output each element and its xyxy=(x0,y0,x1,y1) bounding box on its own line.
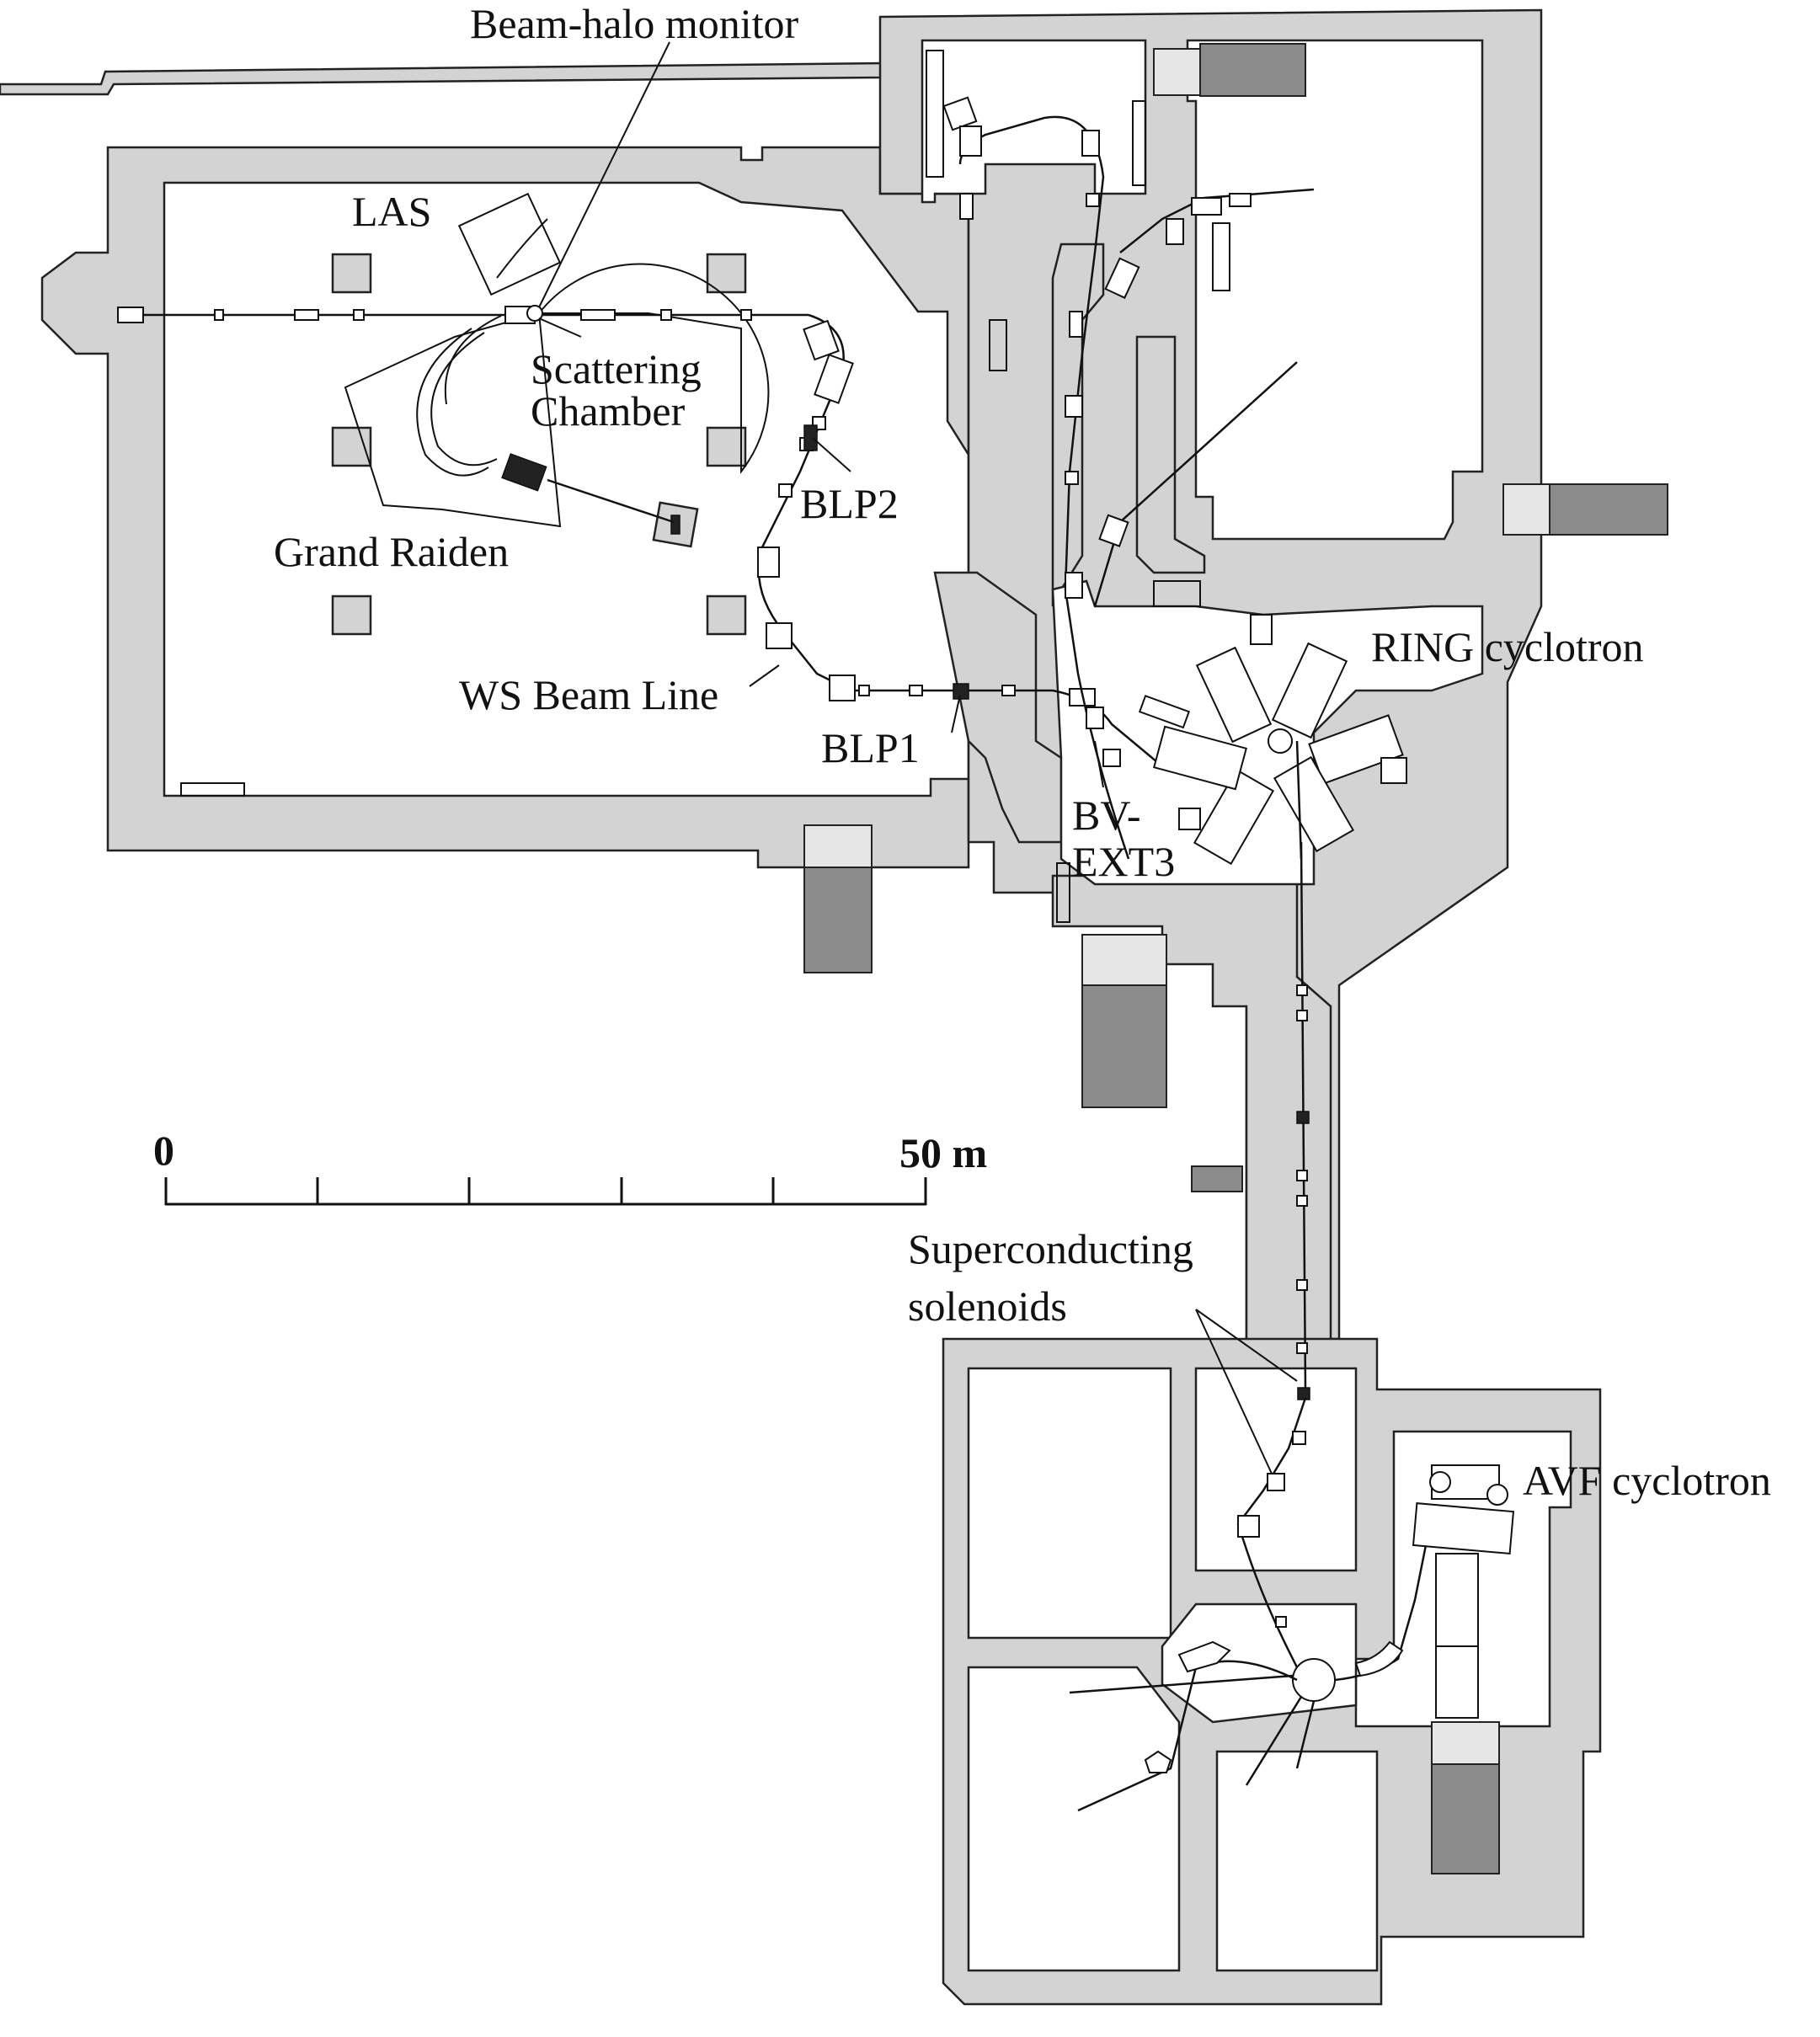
label-blp1: BLP1 xyxy=(821,724,920,771)
grand-raiden-arc-1 xyxy=(416,328,489,477)
ne-upper-elements xyxy=(1166,193,1252,245)
avf-injection-column xyxy=(1435,1553,1479,1647)
label-ring-cyclotron: RING cyclotron xyxy=(1371,623,1644,670)
shield-door-south-frame xyxy=(1431,1721,1500,1765)
stair-marks xyxy=(180,100,1230,923)
avf-ion-source-1 xyxy=(1429,1471,1451,1493)
shield-door-north xyxy=(1199,43,1306,97)
label-las: LAS xyxy=(352,188,431,235)
label-scattering-chamber-2: Chamber xyxy=(531,387,686,435)
label-bv-ext3-2: EXT3 xyxy=(1072,838,1175,885)
avf-cyclotron-yoke xyxy=(1412,1502,1515,1555)
label-superconducting-2: solenoids xyxy=(908,1282,1067,1330)
label-beam-halo-monitor: Beam-halo monitor xyxy=(470,0,799,47)
grand-raiden-arc-3 xyxy=(444,315,502,405)
blp2-polarimeter xyxy=(803,424,818,451)
avf-branch-s2 xyxy=(1295,1700,1316,1769)
ne-branch-magnet xyxy=(1098,514,1129,547)
shield-door-west-frame xyxy=(803,824,873,868)
label-blp2: BLP2 xyxy=(800,480,899,527)
avf-switching-magnet xyxy=(1292,1658,1336,1702)
label-bv-ext3-1: BV- xyxy=(1072,792,1141,839)
north-beam-elements xyxy=(926,50,1140,767)
shield-door-corridor xyxy=(1191,1165,1243,1192)
transport-elements xyxy=(1296,984,1308,1354)
beam-dump xyxy=(117,307,144,323)
scattering-chamber xyxy=(526,305,543,322)
shield-door-center xyxy=(1081,984,1167,1108)
shield-door-south xyxy=(1431,1763,1500,1874)
avf-room-sw xyxy=(967,1666,1181,1972)
ring-hall-floor xyxy=(1051,579,1484,886)
shield-door-center-frame xyxy=(1081,934,1167,986)
shield-door-west xyxy=(803,867,873,973)
avf-branch-west xyxy=(1069,1674,1294,1694)
ring-cyclotron-center xyxy=(1268,728,1293,754)
avf-room-s xyxy=(1215,1750,1379,1972)
northeast-room xyxy=(1186,39,1484,541)
label-superconducting-1: Superconducting xyxy=(908,1225,1193,1272)
scale-bar-end-label: 50 m xyxy=(899,1129,987,1176)
blp1-polarimeter xyxy=(953,683,969,700)
grand-raiden-dipole xyxy=(501,453,547,492)
avf-room-nw xyxy=(967,1367,1172,1640)
ne-beam-upper xyxy=(1119,188,1315,253)
top-corridor-wall xyxy=(0,61,886,96)
label-ws-beam-line: WS Beam Line xyxy=(459,671,718,718)
avf-base xyxy=(1435,1645,1479,1719)
spectrometer-floor-outline xyxy=(536,263,770,474)
scale-bar-start-label: 0 xyxy=(153,1127,174,1174)
label-grand-raiden: Grand Raiden xyxy=(274,528,509,575)
avf-ion-source-2 xyxy=(1486,1484,1508,1506)
grand-raiden-beam-exit xyxy=(547,478,675,524)
spine-pillar-b xyxy=(1135,335,1206,574)
avf-branch-elements xyxy=(1144,1640,1404,1773)
label-avf-cyclotron: AVF cyclotron xyxy=(1523,1457,1771,1504)
focal-plane-detector-core xyxy=(670,515,680,535)
grand-raiden-platform xyxy=(344,312,562,528)
ring-injection-elements xyxy=(1138,614,1407,830)
shield-door-east-frame xyxy=(1502,483,1550,536)
avf-transport-elements xyxy=(1237,1431,1306,1628)
las-magnet xyxy=(457,192,562,296)
leader-lines xyxy=(538,41,1298,1474)
south-corridor-walls xyxy=(1051,874,1332,1357)
las-arc xyxy=(496,218,548,279)
shield-door-north-frame xyxy=(1153,48,1201,96)
avf-branch-s xyxy=(1245,1696,1303,1786)
scale-bar-ticks xyxy=(164,1177,927,1205)
ring-extraction-line xyxy=(1295,740,1303,860)
hall-pillars xyxy=(331,253,747,636)
label-scattering-chamber-1: Scattering xyxy=(531,345,702,392)
spine-pillar-a xyxy=(1051,243,1105,607)
superconducting-solenoid-upper xyxy=(1296,1111,1310,1124)
superconducting-solenoid-lower xyxy=(1297,1387,1310,1400)
ring-sector-magnets xyxy=(1153,642,1404,866)
shield-door-east xyxy=(1549,483,1668,536)
scale-bar: 0 50 m xyxy=(153,1127,987,1206)
